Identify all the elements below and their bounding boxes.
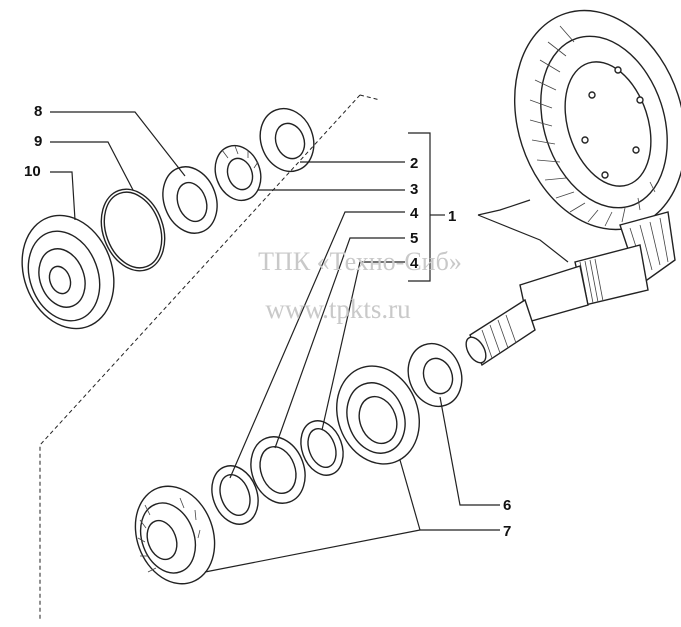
washer-2 xyxy=(259,107,315,173)
callout-5: 5 xyxy=(410,230,418,247)
callout-10: 10 xyxy=(24,163,41,180)
callout-7: 7 xyxy=(503,523,511,540)
washer-6 xyxy=(407,342,463,408)
callout-6: 6 xyxy=(503,497,511,514)
callout-4a: 4 xyxy=(410,205,419,222)
callout-1: 1 xyxy=(448,208,456,225)
ring-9 xyxy=(100,188,166,272)
watermark-website: www.tpkts.ru xyxy=(265,294,411,324)
nut-3 xyxy=(214,144,262,202)
watermark-company: ТПК «Техно-Сиб» xyxy=(258,247,462,276)
callout-3: 3 xyxy=(410,181,418,198)
ring-gear xyxy=(513,9,681,231)
pinion-shaft xyxy=(465,211,676,367)
spacer-rings xyxy=(211,420,344,525)
callout-9: 9 xyxy=(34,133,42,150)
callout-8: 8 xyxy=(34,103,42,120)
callout-2: 2 xyxy=(410,155,418,172)
bearing-8 xyxy=(162,166,218,234)
cover-10 xyxy=(21,214,115,330)
bearing-7 xyxy=(336,365,420,465)
roller-bearing xyxy=(134,485,216,585)
callout-4b: 4 xyxy=(410,255,419,272)
leader-lines xyxy=(39,94,569,620)
